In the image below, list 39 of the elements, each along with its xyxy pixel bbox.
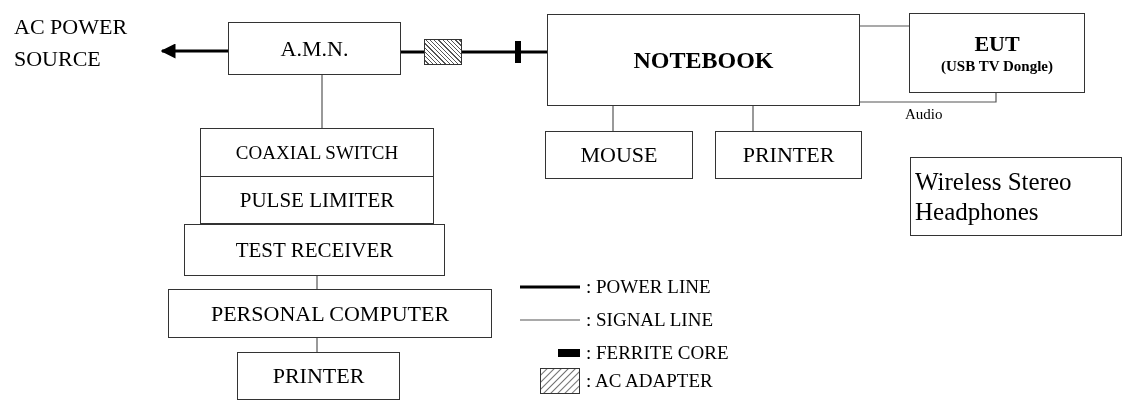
- node-title: PERSONAL COMPUTER: [210, 299, 450, 328]
- node-title: A.M.N.: [280, 34, 349, 63]
- device-box: [228, 22, 401, 75]
- legend-label: : AC ADAPTER: [586, 370, 713, 392]
- signal-line: [859, 25, 910, 27]
- device-box: [910, 157, 1122, 236]
- device-box: [237, 352, 400, 400]
- node-title: PRINTER: [272, 362, 365, 390]
- node-title: MOUSE: [580, 141, 658, 169]
- legend-label: : POWER LINE: [586, 276, 711, 298]
- node-subtitle: (USB TV Dongle): [941, 57, 1053, 77]
- legend-label: : FERRITE CORE: [586, 342, 729, 364]
- node-title: TEST RECEIVER: [235, 236, 394, 264]
- device-box: [909, 13, 1085, 93]
- node-title: NOTEBOOK: [633, 46, 774, 75]
- device-box: [184, 224, 445, 276]
- node-title: PRINTER: [742, 141, 835, 169]
- node-title: PULSE LIMITER: [239, 186, 395, 214]
- power-line: [401, 50, 424, 54]
- power-line: [160, 43, 228, 59]
- node-title: AC POWER SOURCE: [14, 13, 129, 73]
- signal-line: [752, 105, 754, 132]
- signal-line: [321, 74, 323, 129]
- device-box: [200, 128, 434, 177]
- node-title: Wireless Stereo Headphones: [915, 166, 1073, 227]
- device-box: [547, 14, 860, 106]
- device-box: [545, 131, 693, 179]
- power-line: [462, 50, 547, 54]
- ac-adapter: [424, 39, 462, 65]
- signal-line: [859, 92, 997, 103]
- device-box: [715, 131, 862, 179]
- device-box: [168, 289, 492, 338]
- node-title: COAXIAL SWITCH: [235, 140, 399, 165]
- signal-line: [316, 275, 318, 290]
- legend-label: : SIGNAL LINE: [586, 309, 713, 331]
- device-box: [200, 176, 434, 224]
- node-title: EUT: [974, 29, 1020, 58]
- signal-line: [316, 337, 318, 353]
- signal-line: [612, 105, 614, 132]
